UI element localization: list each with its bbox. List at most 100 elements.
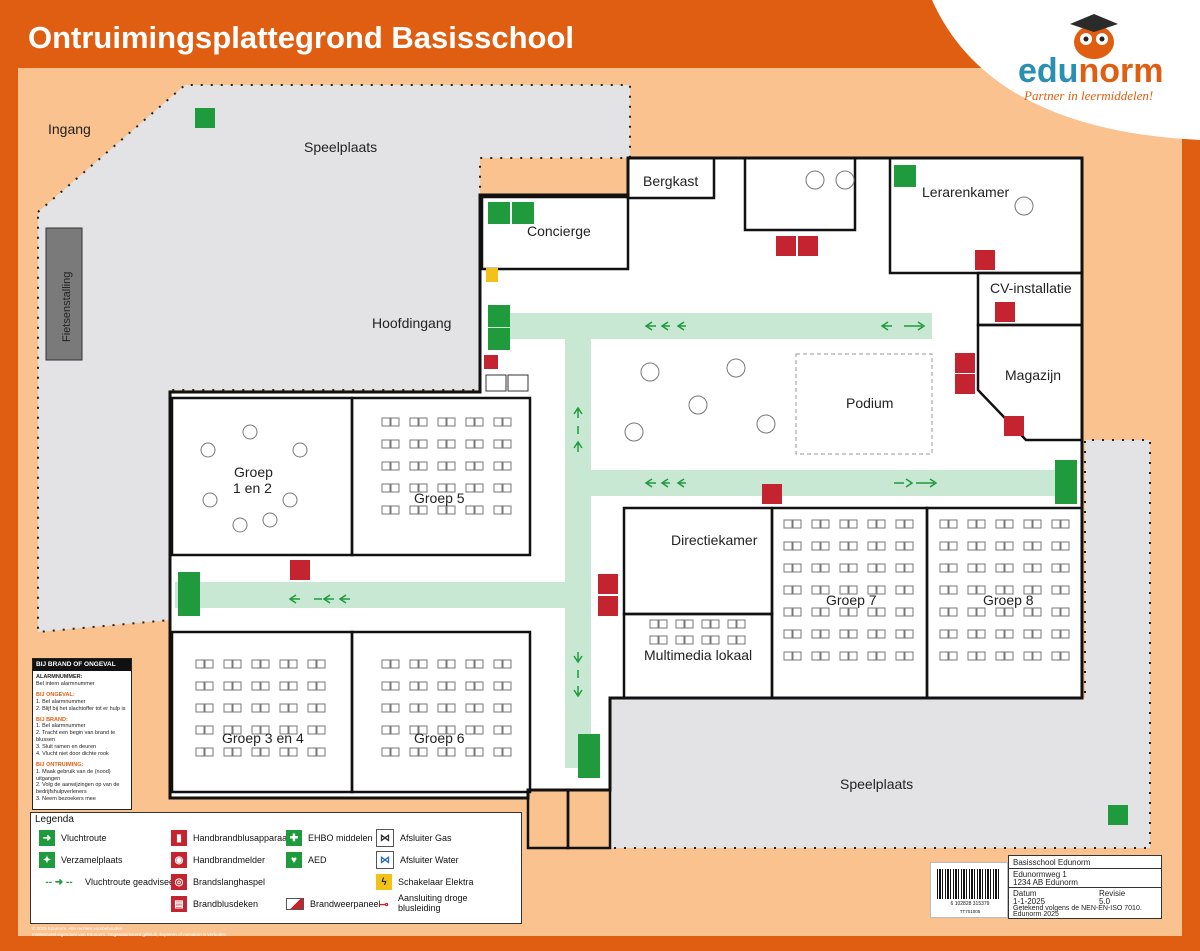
desk xyxy=(260,747,270,757)
desk xyxy=(502,439,512,449)
desk xyxy=(409,747,419,757)
desk xyxy=(409,483,419,493)
desk xyxy=(418,439,428,449)
desk xyxy=(967,563,977,573)
desk xyxy=(904,541,914,551)
tb-divider xyxy=(1009,887,1161,888)
desk xyxy=(390,725,400,735)
brand-item: 1. Bel alarmnummer xyxy=(36,723,86,730)
exit-sign-east-2 xyxy=(1055,482,1077,504)
desk xyxy=(675,619,685,629)
desk xyxy=(502,505,512,515)
desk xyxy=(316,681,326,691)
label-groep-7: Groep 7 xyxy=(826,592,877,608)
desk xyxy=(792,607,802,617)
desk xyxy=(967,607,977,617)
desk xyxy=(649,619,659,629)
fire-hose-icon-2 xyxy=(955,353,975,373)
desk xyxy=(260,703,270,713)
desk xyxy=(1051,651,1061,661)
legend-label: Verzamelplaats xyxy=(61,855,123,865)
desk xyxy=(409,439,419,449)
water-valve-icon: ⋈ xyxy=(376,851,394,869)
desk xyxy=(204,681,214,691)
round-table xyxy=(624,422,644,442)
legend-label: Handbrandmelder xyxy=(193,855,266,865)
desk xyxy=(474,747,484,757)
desk xyxy=(876,651,886,661)
desk xyxy=(437,681,447,691)
desk xyxy=(223,703,233,713)
brand-tagline: Partner in leermiddelen! xyxy=(1024,88,1154,103)
desk xyxy=(446,681,456,691)
fire-panel-icon xyxy=(484,355,498,369)
electric-switch-icon: ϟ xyxy=(376,874,392,890)
assembly-point-icon: ✦ xyxy=(39,852,55,868)
desk xyxy=(848,541,858,551)
desk xyxy=(493,659,503,669)
desk xyxy=(895,607,905,617)
desk xyxy=(381,461,391,471)
tb-address1: Edunormweg 1 xyxy=(1013,870,1067,879)
tb-name: Basisschool Edunorm xyxy=(1013,858,1091,867)
desk xyxy=(465,417,475,427)
desk xyxy=(939,519,949,529)
legend-item-droge-blusleiding: ⊸ Aansluiting droge blusleiding xyxy=(376,893,516,913)
desk xyxy=(279,747,289,757)
ontruiming-item: uitgangen xyxy=(36,775,61,782)
desk xyxy=(939,607,949,617)
desk xyxy=(967,651,977,661)
desk xyxy=(839,651,849,661)
desk xyxy=(1051,563,1061,573)
label-multimedia: Multimedia lokaal xyxy=(644,647,752,663)
desk xyxy=(465,461,475,471)
desk xyxy=(811,541,821,551)
ontruiming-item: 2. Volg de aanwijzingen op van de xyxy=(36,782,120,789)
desk xyxy=(474,505,484,515)
desk xyxy=(418,483,428,493)
desk xyxy=(1004,563,1014,573)
desk xyxy=(502,747,512,757)
desk xyxy=(465,725,475,735)
desk xyxy=(876,563,886,573)
desk xyxy=(792,563,802,573)
desk xyxy=(792,519,802,529)
legend-item-vluchtroute-geadviseerd: ‐‐ ➜ ‐‐ Vluchtroute geadviseerd xyxy=(39,873,182,891)
round-table xyxy=(640,362,660,382)
desk xyxy=(1023,651,1033,661)
desk xyxy=(675,635,685,645)
desk xyxy=(418,747,428,757)
label-speelplaats-top: Speelplaats xyxy=(304,139,377,155)
desk xyxy=(783,607,793,617)
desk xyxy=(437,747,447,757)
desk xyxy=(939,585,949,595)
desk xyxy=(437,461,447,471)
legend-label: Aansluiting droge blusleiding xyxy=(398,893,468,913)
brand-title: BIJ BRAND: xyxy=(36,716,68,723)
desk xyxy=(316,725,326,735)
desk xyxy=(848,519,858,529)
legend-item-afsluiter-water: ⋈ Afsluiter Water xyxy=(376,851,459,869)
desk xyxy=(1004,629,1014,639)
desk xyxy=(418,417,428,427)
label-groep-3-4: Groep 3 en 4 xyxy=(222,730,304,746)
exit-sign-main-2 xyxy=(488,328,510,350)
desk xyxy=(1004,585,1014,595)
label-ingang: Ingang xyxy=(48,121,91,137)
desk xyxy=(437,483,447,493)
desk xyxy=(465,703,475,713)
desk xyxy=(995,541,1005,551)
desk xyxy=(976,563,986,573)
gas-valve-icon xyxy=(485,374,507,392)
desk xyxy=(418,703,428,713)
route-left xyxy=(175,582,591,608)
desk xyxy=(288,703,298,713)
desk xyxy=(1032,629,1042,639)
desk xyxy=(976,519,986,529)
legend-item-brandweerpaneel: Brandweerpaneel xyxy=(286,895,381,913)
desk xyxy=(995,563,1005,573)
desk xyxy=(307,703,317,713)
ongeval-title: BIJ ONGEVAL: xyxy=(36,691,75,698)
legend-label: Afsluiter Gas xyxy=(400,833,452,843)
fire-extinguisher-icon-1 xyxy=(798,236,818,256)
